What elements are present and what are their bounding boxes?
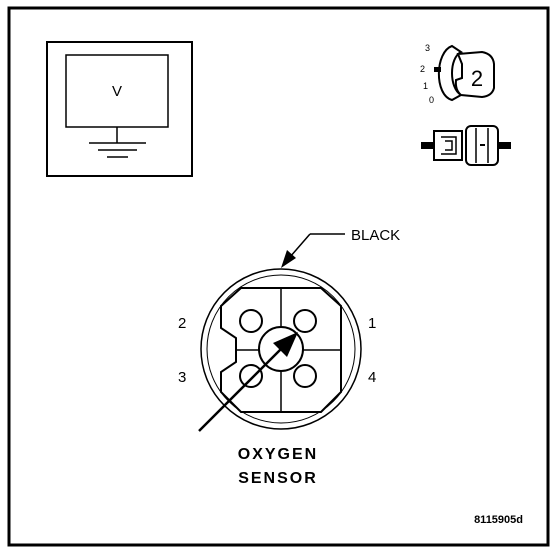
voltmeter: V [46,41,193,177]
outer-border [7,6,550,547]
pin-cavity-4 [293,364,317,388]
key-plug [454,50,495,99]
voltmeter-symbol: V [112,83,122,100]
voltmeter-display [65,54,169,128]
key-number: 2 [471,66,483,91]
figure-code: 8115905d [474,514,523,526]
pin-cavity-2 [239,309,263,333]
key-position-0: 0 [429,95,434,105]
key-position-2: 2 [420,64,425,74]
connector-inner-ring [206,274,356,424]
key-tab [434,67,441,72]
pin-label-4: 4 [368,369,376,386]
probe-arrow-shaft [198,346,284,432]
connector-disconnect-icon [421,125,511,166]
pin-label-2: 2 [178,315,186,332]
probe-arrow [198,332,298,432]
connector-color-label: BLACK [351,227,400,244]
callout-leader-diagonal [289,233,311,258]
pin-label-3: 3 [178,369,186,386]
probe-arrowhead [273,332,298,357]
pin-cavity-3 [239,364,263,388]
color-callout: BLACK [281,227,400,268]
pin-cavity-1 [293,309,317,333]
callout-arrowhead [281,250,296,268]
component-name-line1: OXYGEN [238,446,318,463]
pin-label-1: 1 [368,315,376,332]
component-name-line2: SENSOR [238,470,318,487]
key-position-3: 3 [425,43,430,53]
key-dial [437,44,464,102]
right-wire [498,142,511,149]
key-position-1: 1 [423,81,428,91]
left-wire [421,142,434,149]
left-connector-latch [441,136,457,155]
left-connector-half [433,130,463,161]
connector-key-icon: 3 2 1 0 2 [420,43,495,105]
